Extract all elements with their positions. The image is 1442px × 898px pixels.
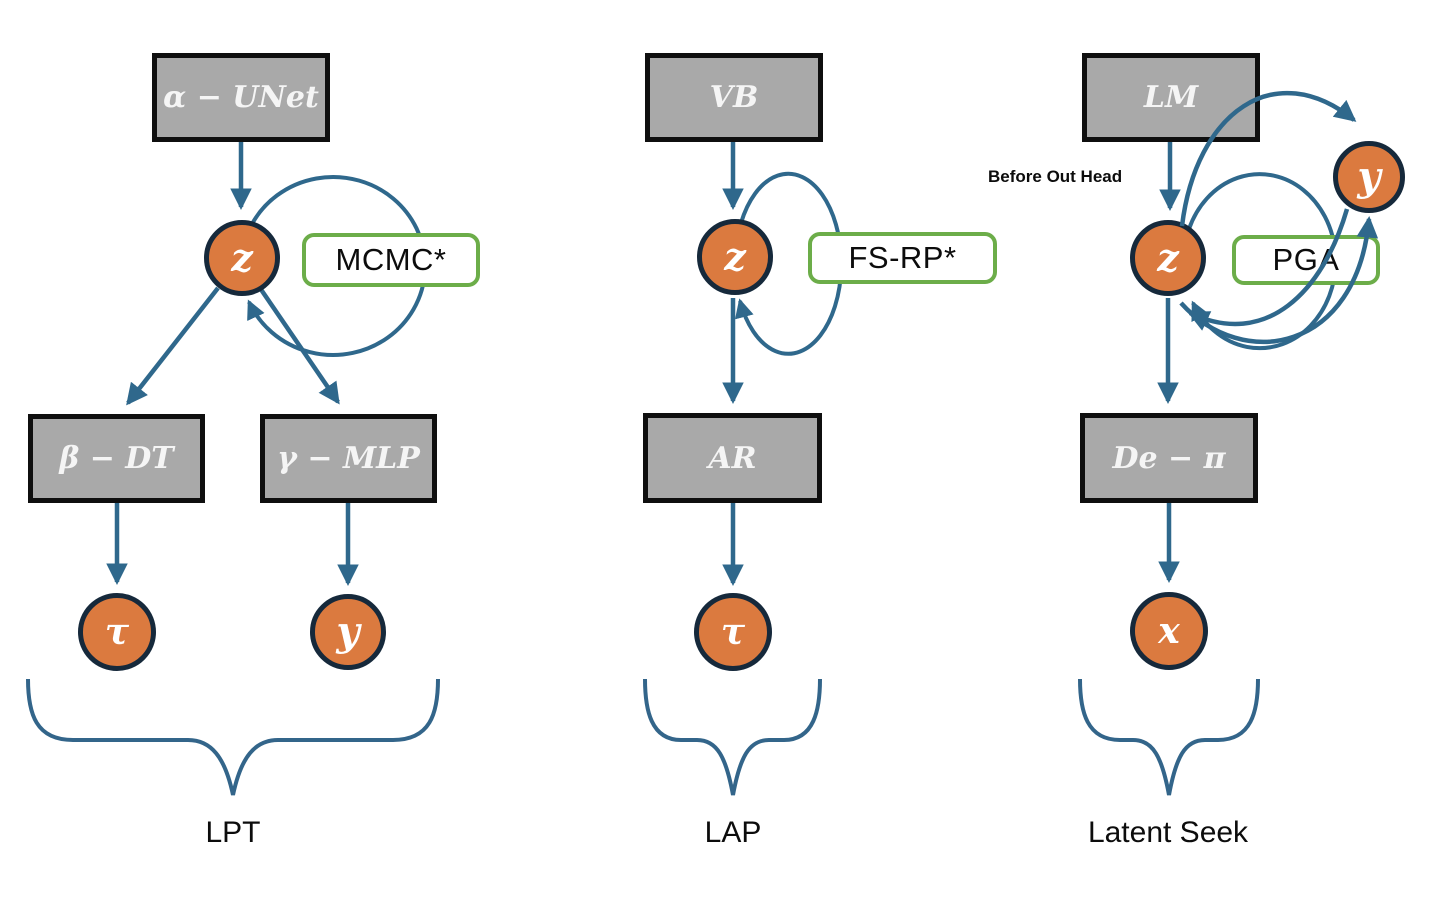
lm-box: LM bbox=[1082, 53, 1260, 142]
pga-tag: PGA bbox=[1232, 235, 1380, 285]
beta-dt-label: β − DT bbox=[59, 441, 174, 476]
node-z-latentseek-label: z bbox=[1157, 235, 1179, 280]
fsrp-tag-label: FS-RP* bbox=[848, 240, 957, 275]
caption-lap: LAP bbox=[704, 816, 762, 849]
lm-label: LM bbox=[1143, 80, 1199, 115]
de-pi-box: De − π bbox=[1080, 413, 1258, 503]
node-tau-lap: τ bbox=[694, 593, 772, 671]
gamma-mlp-box: γ − MLP bbox=[260, 414, 437, 503]
node-tau-lap-label: τ bbox=[720, 611, 746, 653]
node-tau-lpt: τ bbox=[78, 593, 156, 671]
vb-label: VB bbox=[709, 80, 759, 115]
brace-latent-seek bbox=[1078, 678, 1260, 796]
node-y-lpt-label: y bbox=[336, 608, 360, 655]
ar-box: AR bbox=[643, 413, 822, 503]
node-z-lap: z bbox=[697, 219, 773, 295]
mcmc-tag-label: MCMC* bbox=[335, 242, 447, 277]
pga-tag-label: PGA bbox=[1272, 242, 1340, 277]
caption-lpt: LPT bbox=[205, 816, 261, 849]
arrow-z-to-beta-dt bbox=[126, 286, 220, 406]
alpha-unet-label: α − UNet bbox=[163, 80, 319, 115]
alpha-unet-box: α − UNet bbox=[152, 53, 330, 142]
node-z-latentseek: z bbox=[1130, 220, 1206, 296]
vb-box: VB bbox=[645, 53, 823, 142]
de-pi-label: De − π bbox=[1112, 440, 1226, 476]
node-y-latentseek-label: y bbox=[1357, 153, 1381, 200]
node-z-lap-label: z bbox=[724, 234, 746, 279]
brace-lpt bbox=[26, 678, 440, 796]
beta-dt-box: β − DT bbox=[28, 414, 205, 503]
node-z-lpt: z bbox=[204, 220, 280, 296]
before-out-head-annotation: Before Out Head bbox=[988, 167, 1123, 186]
node-tau-lpt-label: τ bbox=[104, 611, 130, 653]
arrow-z-to-gamma-mlp bbox=[258, 286, 340, 405]
brace-lap bbox=[643, 678, 822, 796]
mcmc-tag: MCMC* bbox=[302, 233, 480, 287]
node-y-latentseek: y bbox=[1333, 141, 1405, 213]
ar-label: AR bbox=[708, 440, 757, 476]
node-z-lpt-label: z bbox=[231, 235, 253, 280]
node-x-latentseek-label: x bbox=[1158, 610, 1180, 652]
node-x-latentseek: x bbox=[1130, 592, 1208, 670]
gamma-mlp-label: γ − MLP bbox=[277, 441, 420, 476]
caption-latent-seek: Latent Seek bbox=[1087, 816, 1249, 849]
fsrp-tag: FS-RP* bbox=[808, 232, 997, 284]
node-y-lpt: y bbox=[310, 594, 386, 670]
